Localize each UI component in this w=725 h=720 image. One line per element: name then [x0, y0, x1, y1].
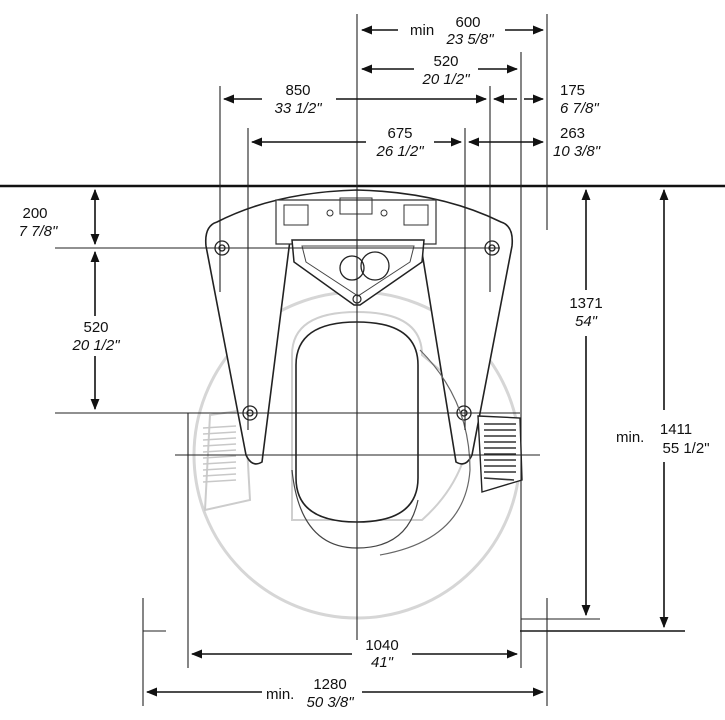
dim-263-imperial: 10 3/8" [553, 143, 601, 160]
dim-1280-metric: 1280 [313, 676, 346, 693]
dim-520l-metric: 520 [83, 319, 108, 336]
dim-850-imperial: 33 1/2" [274, 100, 322, 117]
dim-1371-imperial: 54" [575, 313, 598, 330]
armrest-ghost [203, 408, 252, 512]
dim-520l-imperial: 20 1/2" [71, 337, 120, 354]
dim-1040-metric: 1040 [365, 637, 398, 654]
dim-1280-prefix: min. [266, 686, 294, 703]
bowl-circle-right [360, 251, 390, 281]
bracket-center [339, 197, 373, 215]
bracket-screw-l [326, 209, 334, 217]
dim-850-metric: 850 [285, 82, 310, 99]
dimension-arrows [90, 25, 669, 697]
dim-1411-metric: 1411 [660, 421, 692, 438]
chair-leg-curve [379, 349, 471, 556]
dim-520t-imperial: 20 1/2" [421, 71, 470, 88]
dim-600-prefix: min [410, 22, 434, 39]
bracket-slot-right [403, 204, 429, 226]
dim-200-metric: 200 [22, 205, 47, 222]
dim-175-imperial: 6 7/8" [560, 100, 599, 117]
dim-675-imperial: 26 1/2" [375, 143, 424, 160]
bowl-housing [291, 239, 425, 306]
dim-600-imperial: 23 5/8" [445, 31, 494, 48]
dim-1411-prefix: min. [616, 429, 644, 446]
left-grill-ghost [202, 425, 237, 483]
dimension-labels: min 600 23 5/8" 520 20 1/2" 850 33 1/2" … [19, 14, 710, 711]
dim-1371-metric: 1371 [569, 295, 602, 312]
bowl-inner [301, 245, 415, 297]
dim-200-imperial: 7 7/8" [19, 223, 58, 240]
console-bracket [275, 199, 437, 245]
bracket-slot-left [283, 204, 309, 226]
bracket-screw-r [380, 209, 388, 217]
console-outline [204, 189, 514, 465]
dim-263-metric: 263 [560, 125, 585, 142]
dim-1280-imperial: 50 3/8" [306, 694, 354, 711]
bowl-circle-left [339, 255, 365, 281]
dim-175-metric: 175 [560, 82, 585, 99]
dim-1411-imperial: 55 1/2" [662, 440, 709, 457]
dim-675-metric: 675 [387, 125, 412, 142]
right-grill-slats [483, 423, 516, 481]
seat-ghost [291, 310, 472, 521]
construction-lines [55, 14, 600, 706]
dim-1040-imperial: 41" [371, 654, 394, 671]
dim-600-metric: 600 [455, 14, 480, 31]
dim-520t-metric: 520 [433, 53, 458, 70]
